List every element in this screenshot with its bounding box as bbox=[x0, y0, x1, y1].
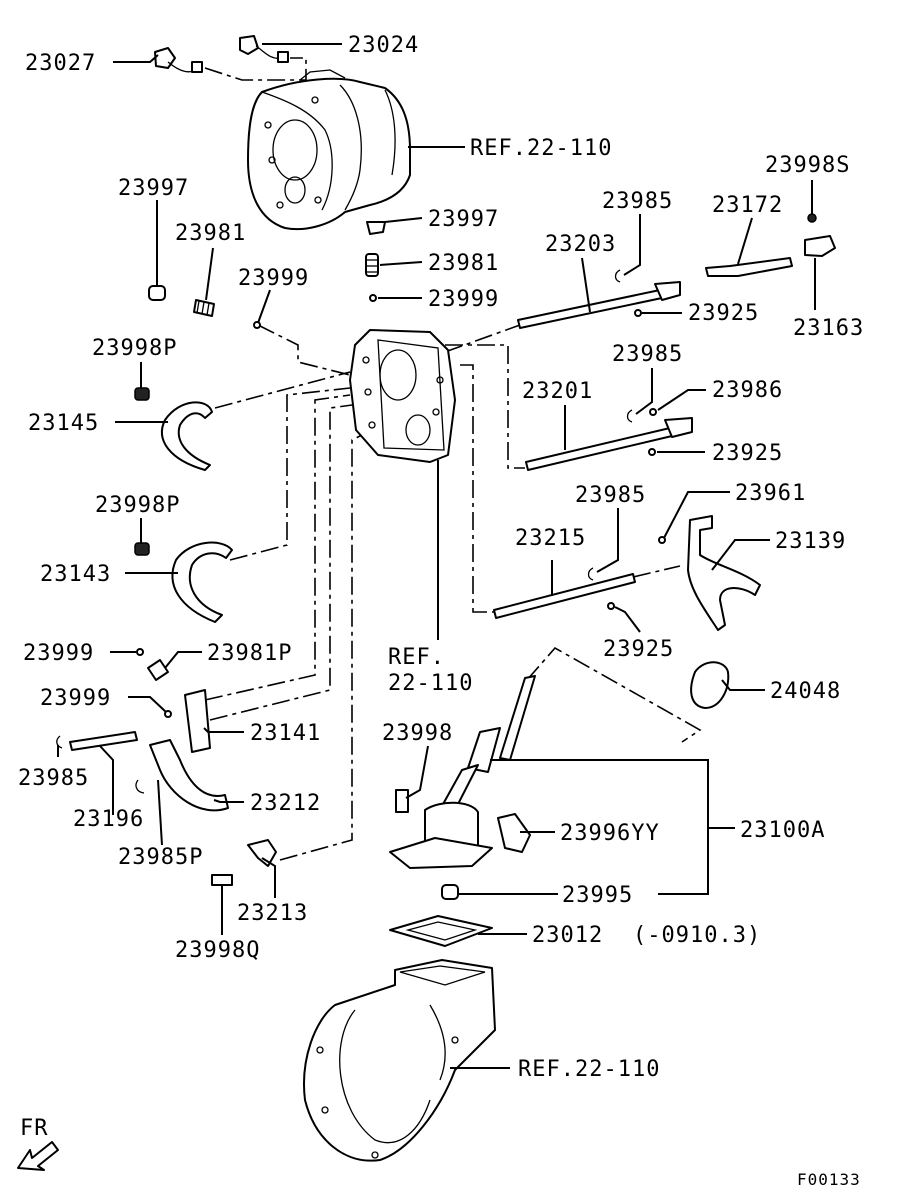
bracket-23163 bbox=[804, 213, 836, 257]
gasket-23012 bbox=[389, 915, 493, 947]
label-23201: 23201 bbox=[522, 379, 593, 404]
label-23998S: 23998S bbox=[765, 153, 850, 178]
ball-23925-b bbox=[648, 448, 656, 456]
plug-23997-center bbox=[366, 221, 386, 235]
label-23981P: 23981P bbox=[207, 641, 292, 666]
label-23141: 23141 bbox=[250, 721, 321, 746]
front-label: FR bbox=[20, 1116, 49, 1141]
lever-23172 bbox=[705, 257, 793, 277]
label-23999-e: 23999 bbox=[40, 686, 111, 711]
label-23986: 23986 bbox=[712, 378, 783, 403]
ball-23925-a bbox=[634, 309, 642, 317]
label-23997-center: 23997 bbox=[428, 207, 499, 232]
ball-23999-d bbox=[136, 648, 144, 656]
label-23100A: 23100A bbox=[740, 818, 825, 843]
transmission-case-bottom bbox=[303, 959, 496, 1162]
label-23203: 23203 bbox=[545, 232, 616, 257]
part-labels: 23027 23024 REF.22-110 23997 23981 23999… bbox=[18, 33, 864, 1082]
label-ref-bottom: REF.22-110 bbox=[518, 1057, 660, 1082]
plug-23997-left bbox=[148, 285, 166, 301]
rail-23201 bbox=[525, 417, 693, 471]
label-23024: 23024 bbox=[348, 33, 419, 58]
label-23985P: 23985P bbox=[118, 845, 203, 870]
label-23012-note: (-0910.3) bbox=[633, 923, 761, 948]
label-23998P-a: 23998P bbox=[92, 336, 177, 361]
label-ref-mid-2: 22-110 bbox=[388, 671, 473, 696]
sensor-23024 bbox=[239, 35, 289, 63]
label-23215: 23215 bbox=[515, 526, 586, 551]
sensor-23027 bbox=[154, 47, 203, 73]
clip-23985-b bbox=[626, 409, 633, 423]
label-23985-a: 23985 bbox=[602, 189, 673, 214]
label-23981-center: 23981 bbox=[428, 251, 499, 276]
label-23925-a: 23925 bbox=[688, 301, 759, 326]
shift-lever-assembly bbox=[389, 675, 536, 900]
label-23143: 23143 bbox=[40, 562, 111, 587]
label-23985-b: 23985 bbox=[612, 342, 683, 367]
label-23998: 23998 bbox=[382, 721, 453, 746]
label-ref-mid-1: REF. bbox=[388, 645, 445, 670]
label-23172: 23172 bbox=[712, 193, 783, 218]
label-23996YY: 23996YY bbox=[560, 821, 660, 846]
shaft-23196 bbox=[56, 731, 138, 751]
rail-23203 bbox=[517, 281, 681, 329]
label-23196: 23196 bbox=[73, 807, 144, 832]
boot-24048 bbox=[690, 661, 730, 709]
label-23925-b: 23925 bbox=[712, 441, 783, 466]
label-23999-top: 23999 bbox=[238, 266, 309, 291]
front-arrow-icon bbox=[17, 1141, 59, 1171]
pin-23961 bbox=[658, 536, 666, 544]
label-24048: 24048 bbox=[770, 679, 841, 704]
label-23012: 23012 bbox=[532, 923, 603, 948]
label-23163: 23163 bbox=[793, 316, 864, 341]
label-23213: 23213 bbox=[237, 901, 308, 926]
label-23139: 23139 bbox=[775, 529, 846, 554]
rail-23215 bbox=[493, 573, 636, 619]
label-23997-left: 23997 bbox=[118, 176, 189, 201]
ball-23999-left bbox=[253, 321, 261, 329]
front-direction-marker: FR bbox=[17, 1116, 59, 1171]
figure-code: F00133 bbox=[797, 1170, 861, 1187]
label-23985-c: 23985 bbox=[575, 483, 646, 508]
spring-23981-center bbox=[365, 253, 379, 277]
ball-23999-center bbox=[369, 294, 377, 302]
label-23212: 23212 bbox=[250, 791, 321, 816]
clip-23985-a bbox=[614, 269, 621, 283]
label-23145: 23145 bbox=[28, 411, 99, 436]
spring-23981P bbox=[147, 659, 169, 681]
lever-23213 bbox=[247, 839, 277, 867]
block-23141 bbox=[184, 689, 211, 753]
fork-23143 bbox=[134, 541, 233, 623]
fork-23139 bbox=[687, 515, 761, 631]
label-23985-d: 23985 bbox=[18, 766, 89, 791]
transmission-case-top bbox=[247, 69, 411, 231]
adapter-plate bbox=[349, 329, 456, 463]
label-ref-top: REF.22-110 bbox=[470, 136, 612, 161]
spring-23981-left bbox=[193, 299, 215, 317]
clip-23985-c bbox=[587, 567, 594, 581]
pin-23986 bbox=[649, 408, 657, 416]
bolt-23998Q bbox=[211, 874, 233, 886]
label-23998P-b: 23998P bbox=[95, 493, 180, 518]
label-23961: 23961 bbox=[735, 481, 806, 506]
label-23981-left: 23981 bbox=[175, 221, 246, 246]
ball-23925-c bbox=[607, 602, 615, 610]
ball-23999-e bbox=[164, 710, 172, 718]
label-23027: 23027 bbox=[25, 51, 96, 76]
label-23999-center: 23999 bbox=[428, 287, 499, 312]
label-23995: 23995 bbox=[562, 883, 633, 908]
label-23999-d: 23999 bbox=[23, 641, 94, 666]
label-23925-c: 23925 bbox=[603, 637, 674, 662]
leader-lines bbox=[57, 43, 816, 1069]
fork-23145 bbox=[134, 387, 213, 471]
label-23998Q: 23998Q bbox=[175, 938, 260, 963]
